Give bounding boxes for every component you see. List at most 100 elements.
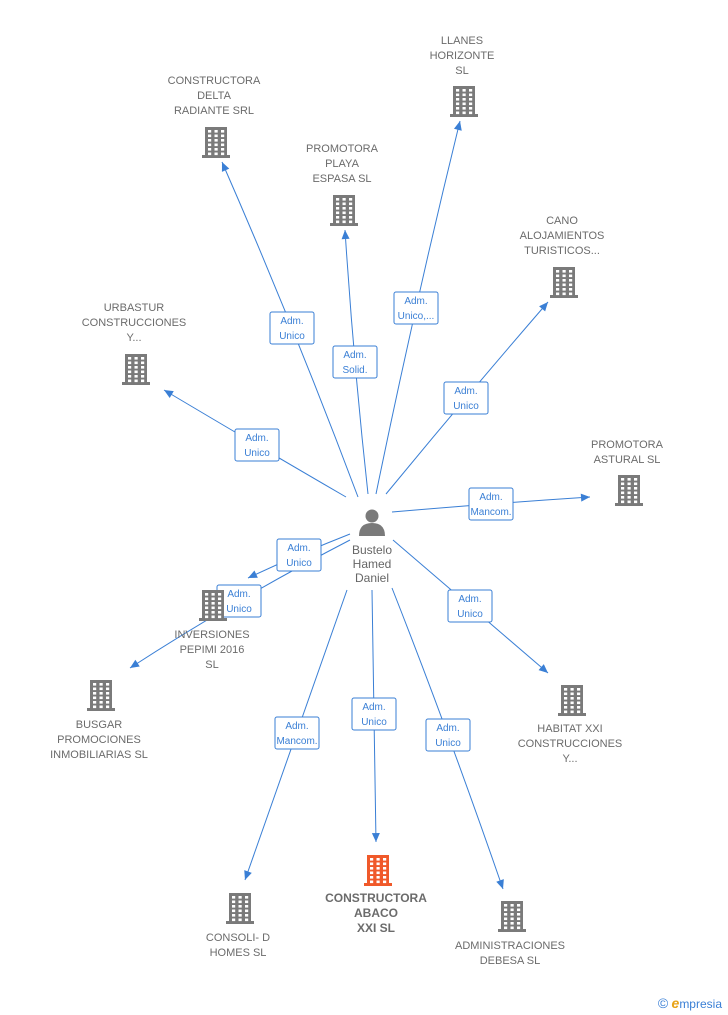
relation-text: Adm. <box>458 594 481 605</box>
relation-box <box>393 291 439 325</box>
relation-label-habitat-xxi[interactable]: Adm.Unico <box>447 589 493 623</box>
company-label: CONSTRUCCIONES <box>82 317 187 329</box>
relation-text: Adm. <box>227 589 250 600</box>
company-node-busgar[interactable]: BUSGAR PROMOCIONES INMOBILIARIAS SL <box>50 680 148 761</box>
relation-text: Adm. <box>280 316 303 327</box>
company-label: URBASTUR <box>104 302 165 314</box>
arrow-llanes-horizonte <box>453 121 462 131</box>
relation-label-administraciones-debesa[interactable]: Adm. Unico <box>425 718 471 752</box>
relation-text: Adm. <box>285 721 308 732</box>
company-node-cano-alojamientos[interactable]: CANOALOJAMIENTOSTURISTICOS... <box>520 215 605 298</box>
relation-box <box>276 538 322 572</box>
relation-text: Adm. <box>404 296 427 307</box>
relation-text: Adm. <box>454 386 477 397</box>
building-icon <box>615 475 643 506</box>
relation-box <box>468 487 514 521</box>
company-label: ABACO <box>354 906 398 920</box>
relation-text: Adm. <box>362 702 385 713</box>
company-label: CONSTRUCTORA <box>325 891 427 905</box>
company-label: DEBESA SL <box>480 955 541 967</box>
company-label: PEPIMI 2016 <box>180 644 245 656</box>
company-label: ADMINISTRACIONES <box>455 940 565 952</box>
company-label: Y... <box>562 753 577 765</box>
person-name: Hamed <box>353 557 392 571</box>
company-label: INMOBILIARIAS SL <box>50 749 148 761</box>
company-label: ASTURAL SL <box>594 454 661 466</box>
relation-label-constructora-abaco[interactable]: Adm.Unico <box>351 697 397 731</box>
relation-box <box>447 589 493 623</box>
arrow-promotora-astural <box>580 493 590 502</box>
relation-label-urbastur[interactable]: Adm. Unico <box>234 428 280 462</box>
arrow-consoli-d <box>244 870 252 880</box>
brand-footer[interactable]: © empresia <box>658 995 722 1011</box>
arrow-busgar <box>130 659 140 668</box>
arrow-habitat-xxi <box>538 664 548 673</box>
person-icon <box>359 509 385 536</box>
company-node-habitat-xxi[interactable]: HABITAT XXICONSTRUCCIONESY... <box>518 685 623 765</box>
building-icon <box>558 685 586 716</box>
relation-text: Unico <box>286 558 312 569</box>
relation-box <box>443 381 489 415</box>
relation-text: Adm. <box>436 723 459 734</box>
company-node-promotora-astural[interactable]: PROMOTORA ASTURAL SL <box>591 439 664 506</box>
relation-text: Unico <box>244 448 270 459</box>
company-label: XXI SL <box>357 921 395 935</box>
relation-text: Unico <box>435 738 461 749</box>
relation-label-llanes-horizonte[interactable]: Adm. Unico,... <box>393 291 439 325</box>
arrow-inversiones-pepimi <box>248 570 258 578</box>
relation-label-cano-alojamientos[interactable]: Adm. Unico <box>443 381 489 415</box>
building-icon <box>122 354 150 385</box>
relation-box <box>269 311 315 345</box>
relation-text: Unico <box>226 604 252 615</box>
relation-text: Mancom. <box>470 507 511 518</box>
relation-label-constructora-delta[interactable]: Adm. Unico <box>269 311 315 345</box>
relation-label-inversiones-pepimi[interactable]: Adm.Unico <box>276 538 322 572</box>
building-icon <box>498 901 526 932</box>
company-label: DELTA <box>197 90 231 102</box>
company-label: HOMES SL <box>210 947 267 959</box>
company-label: Y... <box>126 332 141 344</box>
company-label: SL <box>205 659 218 671</box>
building-icon <box>450 86 478 117</box>
arrow-constructora-delta <box>221 162 230 172</box>
company-label: CONSTRUCTORA <box>168 75 261 87</box>
company-label: BUSGAR <box>76 719 123 731</box>
company-node-constructora-delta[interactable]: CONSTRUCTORA DELTA RADIANTE SRL <box>168 75 261 158</box>
relation-label-promotora-playa[interactable]: Adm.Solid. <box>332 345 378 379</box>
person-name: Bustelo <box>352 543 392 557</box>
relation-text: Unico <box>279 331 305 342</box>
company-label: HORIZONTE <box>430 50 495 62</box>
relation-box <box>332 345 378 379</box>
company-label: PROMOTORA <box>591 439 664 451</box>
building-icon <box>226 893 254 924</box>
building-icon <box>199 590 227 621</box>
relation-text: Adm. <box>343 350 366 361</box>
company-node-consoli-d[interactable]: CONSOLI- D HOMES SL <box>206 893 270 959</box>
company-label: CANO <box>546 215 578 227</box>
company-label: PROMOTORA <box>306 143 379 155</box>
relation-text: Adm. <box>245 433 268 444</box>
relation-label-promotora-astural[interactable]: Adm. Mancom. <box>468 487 514 521</box>
company-label: CONSOLI- D <box>206 932 270 944</box>
relation-text: Adm. <box>479 492 502 503</box>
company-label: CONSTRUCCIONES <box>518 738 623 750</box>
arrow-constructora-abaco <box>371 832 380 842</box>
company-node-administraciones-debesa[interactable]: ADMINISTRACIONES DEBESA SL <box>455 901 565 967</box>
company-label: RADIANTE SRL <box>174 105 254 117</box>
company-label: PLAYA <box>325 158 359 170</box>
company-label: PROMOCIONES <box>57 734 141 746</box>
building-icon <box>550 267 578 298</box>
relation-label-consoli-d[interactable]: Adm.Mancom. <box>274 716 320 750</box>
building-icon <box>87 680 115 711</box>
company-node-urbastur[interactable]: URBASTUR CONSTRUCCIONES Y... <box>82 302 187 385</box>
arrow-promotora-playa <box>341 230 350 240</box>
relation-text: Unico,... <box>398 311 435 322</box>
brand-logo-e: e <box>671 995 680 1011</box>
relation-text: Unico <box>453 401 479 412</box>
